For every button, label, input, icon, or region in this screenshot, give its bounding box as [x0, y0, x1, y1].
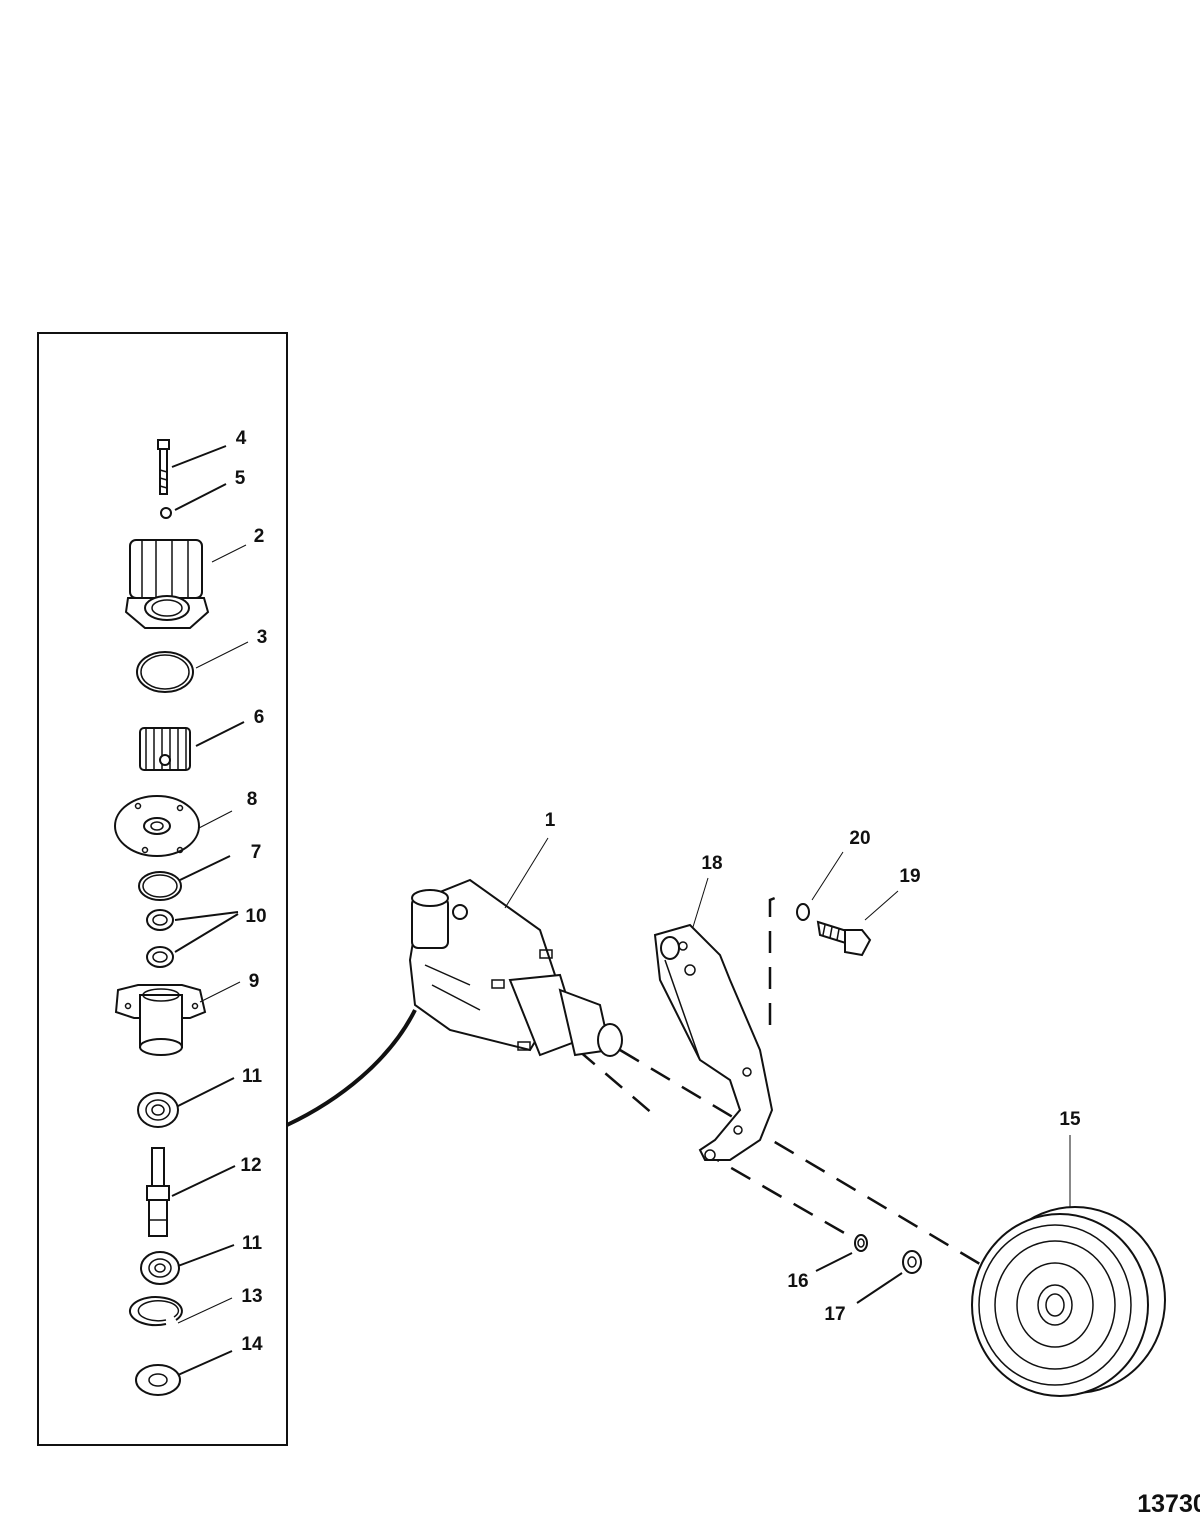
callout-label: 14 — [241, 1334, 263, 1355]
leader-line — [179, 855, 231, 881]
seawater-pump-part — [408, 878, 623, 1057]
leader-line — [856, 1272, 903, 1304]
plate-part — [114, 795, 200, 857]
leader-line — [177, 1244, 235, 1267]
screw-part — [157, 439, 170, 495]
alignment-line — [768, 894, 781, 1025]
leader-line — [174, 911, 239, 921]
callout-label: 10 — [245, 906, 266, 927]
snap-ring-part — [128, 1296, 183, 1327]
impeller-part — [139, 727, 191, 771]
small-o-ring-part — [138, 871, 182, 901]
leader-line — [815, 1252, 853, 1272]
lockwasher-part — [796, 903, 810, 921]
leader-line — [171, 1165, 236, 1197]
leader-line — [171, 445, 227, 468]
bolt-part — [816, 920, 872, 957]
o-ring-part — [136, 651, 194, 693]
bearing-part — [140, 1251, 180, 1285]
bearing-part — [137, 1092, 179, 1128]
washer-part — [854, 1234, 868, 1252]
callout-label: 7 — [251, 842, 262, 863]
callout-label: 3 — [257, 627, 268, 648]
seal-part — [135, 1364, 181, 1396]
callout-label: 9 — [249, 971, 260, 992]
leader-line — [177, 1297, 233, 1324]
inset-box — [37, 332, 288, 1446]
leader-line — [198, 810, 233, 829]
alignment-line — [577, 1049, 661, 1121]
leader-line — [177, 1350, 233, 1376]
callout-label: 12 — [240, 1155, 261, 1176]
shaft-part — [146, 1147, 170, 1237]
callout-label: 15 — [1059, 1109, 1081, 1130]
seal-part — [146, 909, 174, 968]
leader-line — [174, 913, 239, 953]
callout-label: 20 — [849, 828, 870, 849]
callout-label: 11 — [242, 1233, 263, 1254]
leader-line — [195, 721, 245, 747]
callout-label: 18 — [701, 853, 722, 874]
leader-line — [692, 877, 709, 928]
alignment-line — [619, 1048, 991, 1272]
housing-part — [114, 984, 207, 1056]
callout-label: 1 — [545, 810, 556, 831]
pump-cover-part — [124, 539, 210, 629]
alignment-line — [699, 1148, 861, 1244]
callout-label: 11 — [242, 1066, 263, 1087]
callout-label: 5 — [235, 468, 246, 489]
leader-line — [864, 890, 899, 921]
pulley-part — [971, 1206, 1166, 1397]
bracket-part — [653, 923, 774, 1161]
leader-line — [211, 544, 247, 563]
callout-label: 6 — [254, 707, 265, 728]
leader-line — [504, 837, 549, 909]
callout-label: 2 — [254, 526, 265, 547]
nut-part — [902, 1250, 922, 1274]
inset-connector-line — [286, 1009, 417, 1127]
callout-label: 8 — [247, 789, 258, 810]
leader-line — [199, 981, 241, 1003]
leader-line — [195, 641, 249, 669]
callout-label: 4 — [236, 428, 247, 449]
callout-label: 16 — [787, 1271, 808, 1292]
figure-id-label: 13730 — [1137, 1490, 1200, 1518]
leader-line — [174, 483, 227, 511]
callout-label: 19 — [899, 866, 920, 887]
leader-line — [177, 1077, 235, 1107]
callout-label: 17 — [824, 1304, 845, 1325]
washer-part — [160, 507, 172, 519]
callout-label: 13 — [241, 1286, 262, 1307]
leader-line — [811, 851, 844, 901]
